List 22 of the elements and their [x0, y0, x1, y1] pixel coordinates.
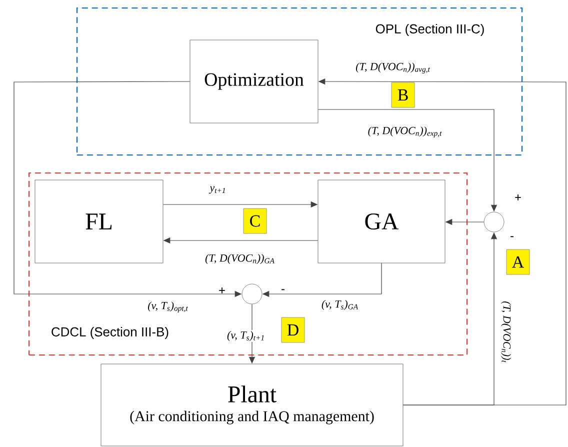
process-box: FL: [34, 180, 164, 264]
sign-label: -: [510, 236, 514, 238]
edge-label: (v, T$_{s}$)$_{t+1}$: [226, 330, 266, 342]
edge-label: (T, D(VOC$_{n}$))$_{avg,t}$: [354, 62, 432, 74]
edge-label: (v, T$_{s}$)$_{GA}$: [320, 299, 360, 311]
marker-tag: C: [243, 208, 267, 234]
process-box: GA: [318, 180, 446, 264]
edge-label: y$_{t+1}$: [208, 185, 228, 195]
marker-tag: D: [281, 317, 305, 343]
edge-label: (T, D(VOC$_{n}$))$_{GA}$: [204, 253, 276, 265]
process-box: Optimization: [190, 40, 318, 124]
sign-label: -: [282, 289, 284, 290]
summing-junction: [242, 284, 262, 304]
process-box: Plant (Air conditioning and IAQ management): [100, 364, 404, 446]
edge-label: (T, D(VOC$_{n}$))$_{exp,t}$: [366, 126, 444, 138]
marker-tag: B: [391, 82, 415, 108]
sign-label: +: [515, 194, 521, 200]
marker-tag: A: [506, 249, 530, 275]
sign-label: +: [219, 288, 225, 294]
edge-label: (v, T$_{s}$)$_{opt,t}$: [146, 300, 190, 314]
summing-junction: [484, 212, 504, 232]
edge-label: (T, D(VOC$_{n}$))$_{t}$: [500, 300, 512, 364]
